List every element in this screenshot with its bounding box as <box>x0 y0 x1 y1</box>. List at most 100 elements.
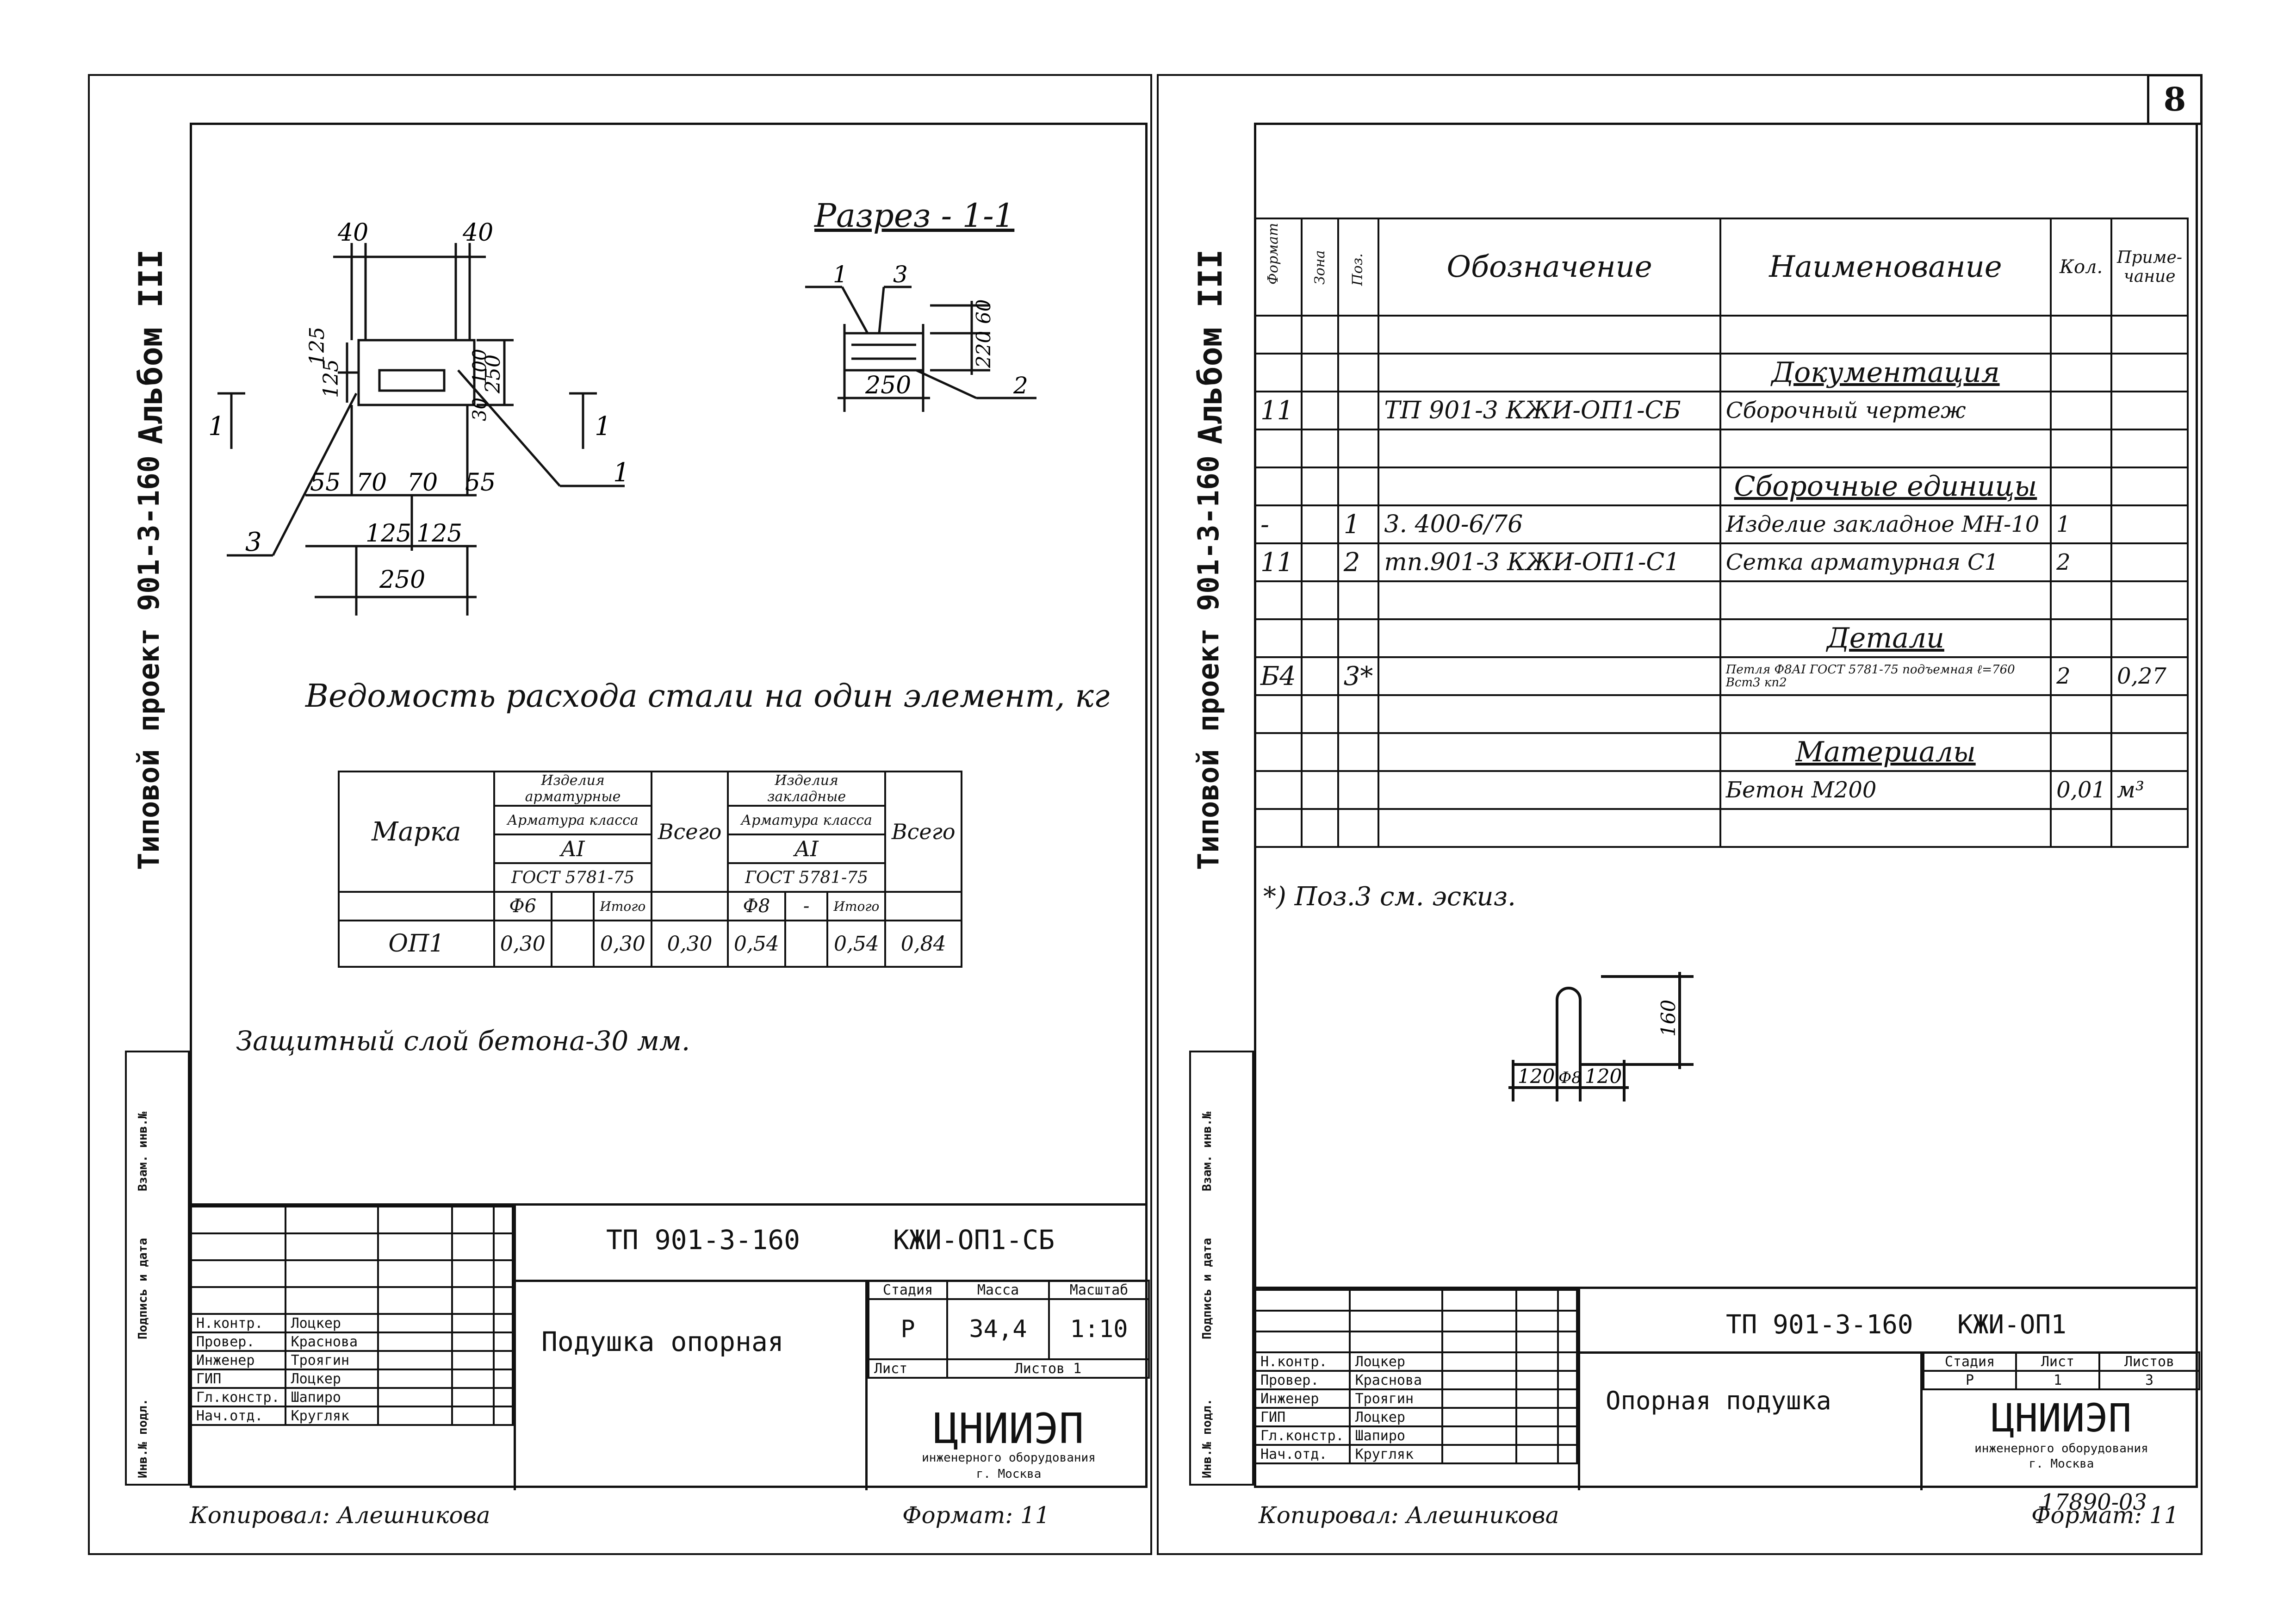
left-stage: Р <box>868 1298 948 1360</box>
spec-cell-pos <box>1337 694 1380 734</box>
spec-cell-note <box>2110 429 2189 468</box>
section-dim-60: 60 <box>972 299 995 324</box>
right-sheets: 3 <box>2098 1370 2200 1390</box>
left-col-scale: Масштаб <box>1048 1280 1150 1300</box>
steel-gost-1: ГОСТ 5781-75 <box>493 862 653 893</box>
steel-row-v3: 0,30 <box>593 920 653 968</box>
left-city: г. Москва <box>976 1467 1042 1481</box>
left-doc-code: ТП 901-3-160 <box>606 1224 800 1256</box>
spec-cell-note <box>2110 618 2189 658</box>
spec-cell-qty <box>2050 429 2113 468</box>
spec-cell-pos: 3* <box>1337 656 1380 696</box>
plan-dim-125d: 125 <box>416 520 462 548</box>
steel-d8: Ф8 <box>726 891 786 921</box>
steel-row-v2 <box>550 920 595 968</box>
right-name-5: Кругляк <box>1348 1444 1443 1464</box>
plan-dim-100: 100 <box>469 349 490 384</box>
right-city: г. Москва <box>2029 1457 2094 1471</box>
section-pos-1: 1 <box>833 261 848 288</box>
spec-cell-format <box>1254 808 1303 848</box>
steel-row-mark: ОП1 <box>338 920 495 968</box>
right-name-2: Троягин <box>1348 1388 1443 1409</box>
spec-cell-pos <box>1337 353 1380 392</box>
loop-sketch: 160 120 Ф8 120 <box>1508 972 1694 1101</box>
spec-cell-designation <box>1378 770 1721 810</box>
right-role-1: Провер. <box>1254 1370 1351 1390</box>
spec-cell-name <box>1719 694 2052 734</box>
right-role-5: Нач.отд. <box>1254 1444 1351 1464</box>
plan-dim-55a: 55 <box>310 469 341 497</box>
left-name-3: Лоцкер <box>284 1369 379 1389</box>
spec-cell-pos <box>1337 391 1380 430</box>
spec-cell-note <box>2110 504 2189 544</box>
steel-title: Ведомость расхода стали на один элемент,… <box>305 678 1110 715</box>
right-name-3: Лоцкер <box>1348 1407 1443 1427</box>
steel-group-embed: Изделия закладные <box>726 771 887 807</box>
left-stamp-sign: Подпись и дата <box>136 1238 150 1339</box>
archive-number: 17890-03 <box>2041 1489 2147 1515</box>
spec-table: Формат Зона Поз. Обозначение Наименовани… <box>1254 218 2189 848</box>
right-stamp-inv: Взам. инв.№ <box>1200 1111 1214 1191</box>
spec-row <box>1254 315 2189 355</box>
spec-cell-zone <box>1300 732 1339 772</box>
spec-cell-designation: 3. 400-6/76 <box>1378 504 1721 544</box>
steel-row-v4: 0,30 <box>651 920 729 968</box>
right-doc-mark: КЖИ-ОП1 <box>1957 1310 2067 1340</box>
spec-cell-note <box>2110 694 2189 734</box>
left-role-1: Провер. <box>190 1332 286 1352</box>
left-doc-mark: КЖИ-ОП1-СБ <box>893 1224 1055 1256</box>
steel-total-2: Всего <box>884 771 962 893</box>
spec-cell-zone <box>1300 770 1339 810</box>
right-project-label: Типовой проект 901-3-160 <box>1191 455 1225 870</box>
spec-h-note: Приме-чание <box>2110 218 2189 317</box>
spec-row <box>1254 429 2189 468</box>
spec-cell-note <box>2110 732 2189 772</box>
spec-row: Документация <box>1254 353 2189 392</box>
spec-cell-name: Документация <box>1719 353 2052 392</box>
plan-dim-250h: 250 <box>379 566 425 594</box>
spec-cell-designation <box>1378 808 1721 848</box>
spec-cell-zone <box>1300 580 1339 620</box>
spec-cell-name: Бетон М200 <box>1719 770 2052 810</box>
right-copied: Копировал: Алешникова <box>1259 1502 1559 1529</box>
spec-cell-qty <box>2050 580 2113 620</box>
spec-cell-zone <box>1300 694 1339 734</box>
right-role-4: Гл.констр. <box>1254 1425 1351 1446</box>
left-format: Формат: 11 <box>902 1502 1050 1529</box>
plan-dim-40b: 40 <box>462 219 493 247</box>
steel-row-v5: 0,54 <box>726 920 786 968</box>
spec-cell-format <box>1254 429 1303 468</box>
steel-itogo-1: Итого <box>593 891 653 921</box>
spec-cell-zone <box>1300 618 1339 658</box>
spec-cell-designation <box>1378 315 1721 355</box>
spec-cell-name: Сетка арматурная С1 <box>1719 542 2052 582</box>
right-stage: Р <box>1923 1370 2017 1390</box>
spec-row <box>1254 808 2189 848</box>
right-stamp-left: Инв.№ подл. <box>1200 1398 1214 1478</box>
spec-cell-pos <box>1337 429 1380 468</box>
spec-cell-designation <box>1378 353 1721 392</box>
spec-h-qty: Кол. <box>2050 218 2113 317</box>
right-name-4: Шапиро <box>1348 1425 1443 1446</box>
right-name-1: Краснова <box>1348 1370 1443 1390</box>
spec-cell-zone <box>1300 656 1339 696</box>
spec-cell-note <box>2110 353 2189 392</box>
plan-pos-1: 1 <box>613 458 630 488</box>
right-name-0: Лоцкер <box>1348 1351 1443 1372</box>
plan-cut-left: 1 <box>208 411 225 442</box>
spec-h-pos: Поз. <box>1337 218 1380 317</box>
section-pos-2: 2 <box>1013 372 1028 399</box>
embedded-plate <box>378 369 446 392</box>
left-stamp-inv: Взам. инв.№ <box>136 1111 150 1191</box>
left-project-label: Типовой проект 901-3-160 <box>132 455 166 870</box>
steel-class-value-2: AI <box>726 834 887 864</box>
sheet-number: 8 <box>2163 80 2186 118</box>
spec-row <box>1254 580 2189 620</box>
right-role-3: ГИП <box>1254 1407 1351 1427</box>
